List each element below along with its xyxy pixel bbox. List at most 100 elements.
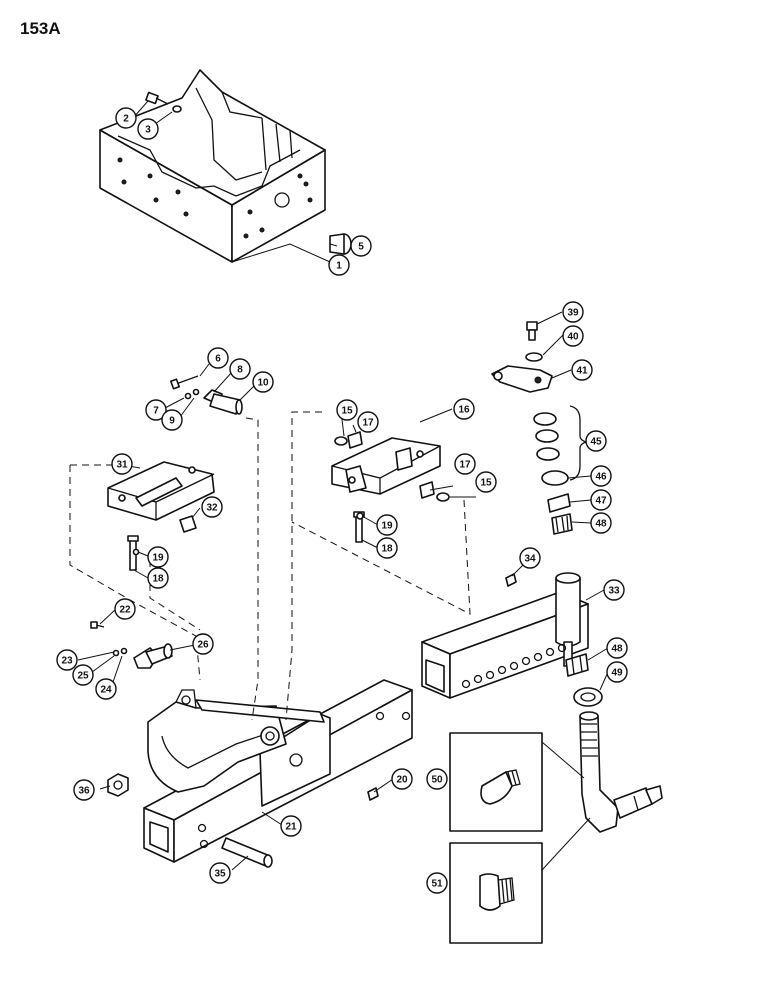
callout-35: 35 <box>209 862 231 884</box>
bracket-31 <box>107 461 215 521</box>
washer-15-upper <box>334 436 348 446</box>
svg-text:41: 41 <box>576 366 588 377</box>
svg-text:32: 32 <box>206 503 218 514</box>
callout-48-upper: 48 <box>590 512 612 534</box>
page-number: 153A <box>20 19 61 38</box>
plug-5 <box>329 233 352 255</box>
callout-16: 16 <box>453 398 475 420</box>
callout-41: 41 <box>571 359 593 381</box>
svg-text:15: 15 <box>480 478 492 489</box>
callout-46: 46 <box>590 465 612 487</box>
steering-arm-41 <box>491 365 553 393</box>
callout-50: 50 <box>426 768 448 790</box>
callout-1: 1 <box>328 254 350 276</box>
svg-text:7: 7 <box>153 406 159 417</box>
front-support-housing <box>99 69 326 263</box>
svg-text:2: 2 <box>123 114 129 125</box>
callout-45: 45 <box>585 430 607 452</box>
pin-35 <box>221 837 273 868</box>
svg-text:18: 18 <box>152 574 164 585</box>
svg-text:1: 1 <box>336 261 342 272</box>
pin-10 <box>203 389 243 415</box>
washer-40 <box>525 352 543 362</box>
washer-24 <box>120 647 128 655</box>
svg-text:16: 16 <box>458 405 470 416</box>
svg-text:35: 35 <box>214 869 226 880</box>
svg-text:49: 49 <box>611 668 623 679</box>
callout-48-lower: 48 <box>606 637 628 659</box>
dashed-line-bracket16-up <box>285 411 322 721</box>
callout-19-left: 19 <box>147 546 169 568</box>
svg-text:25: 25 <box>77 671 89 682</box>
seal-49 <box>573 687 603 707</box>
dashed-line-pin10 <box>245 417 259 721</box>
svg-text:17: 17 <box>459 460 471 471</box>
washer-7 <box>184 392 192 400</box>
callout-8: 8 <box>229 358 251 380</box>
bolt-18-left <box>127 535 139 571</box>
svg-text:15: 15 <box>341 406 353 417</box>
callout-18-right: 18 <box>376 537 398 559</box>
shim-45a <box>533 412 557 426</box>
svg-text:51: 51 <box>431 879 443 890</box>
seal-47 <box>547 493 571 513</box>
callout-19-right: 19 <box>376 514 398 536</box>
callout-15-upper: 15 <box>336 399 358 421</box>
callout-22: 22 <box>114 598 136 620</box>
callout-49: 49 <box>606 661 628 683</box>
callout-24: 24 <box>95 678 117 700</box>
svg-text:26: 26 <box>197 640 209 651</box>
svg-text:19: 19 <box>152 553 164 564</box>
callout-17-lower: 17 <box>454 453 476 475</box>
pin-26 <box>133 643 173 669</box>
callout-18-left: 18 <box>147 567 169 589</box>
callout-17-upper: 17 <box>357 411 379 433</box>
svg-text:24: 24 <box>100 685 112 696</box>
svg-text:50: 50 <box>431 775 443 786</box>
callout-21: 21 <box>280 815 302 837</box>
detail-box-50 <box>449 732 543 832</box>
washer-19-left <box>132 548 140 556</box>
callout-20: 20 <box>391 768 413 790</box>
washer-46 <box>541 470 569 486</box>
svg-text:22: 22 <box>119 605 131 616</box>
svg-text:36: 36 <box>78 786 90 797</box>
nut-36 <box>107 773 129 797</box>
callout-40: 40 <box>562 325 584 347</box>
bearing-48-upper <box>551 513 573 535</box>
detail-box-51 <box>449 842 543 944</box>
spindle <box>579 711 663 833</box>
svg-text:19: 19 <box>381 521 393 532</box>
shim-group-brace <box>569 405 589 481</box>
washer-3 <box>172 105 182 113</box>
bushing-17-upper <box>347 431 363 449</box>
bolt-22-head <box>90 621 98 629</box>
callout-33: 33 <box>603 579 625 601</box>
svg-text:17: 17 <box>362 418 374 429</box>
bushing-17-lower <box>419 481 435 499</box>
callout-34: 34 <box>519 547 541 569</box>
callout-51: 51 <box>426 872 448 894</box>
svg-text:6: 6 <box>215 354 221 365</box>
bolt-6 <box>170 375 199 390</box>
callout-25: 25 <box>72 664 94 686</box>
washer-15-lower <box>436 492 450 502</box>
bolt-39 <box>526 321 538 341</box>
svg-text:46: 46 <box>595 472 607 483</box>
washer-9 <box>192 388 200 396</box>
svg-text:34: 34 <box>524 554 536 565</box>
svg-text:48: 48 <box>595 519 607 530</box>
bracket-16 <box>331 437 441 495</box>
main-axle-21 <box>143 679 413 863</box>
dashed-line-bracket16-right <box>291 499 471 615</box>
svg-text:5: 5 <box>358 242 364 253</box>
callout-26: 26 <box>192 633 214 655</box>
svg-text:31: 31 <box>116 460 128 471</box>
callout-15-lower: 15 <box>475 471 497 493</box>
svg-text:8: 8 <box>237 365 243 376</box>
seal-49-bore <box>580 692 596 702</box>
svg-text:3: 3 <box>145 125 151 136</box>
callout-39: 39 <box>562 301 584 323</box>
svg-text:9: 9 <box>169 416 175 427</box>
